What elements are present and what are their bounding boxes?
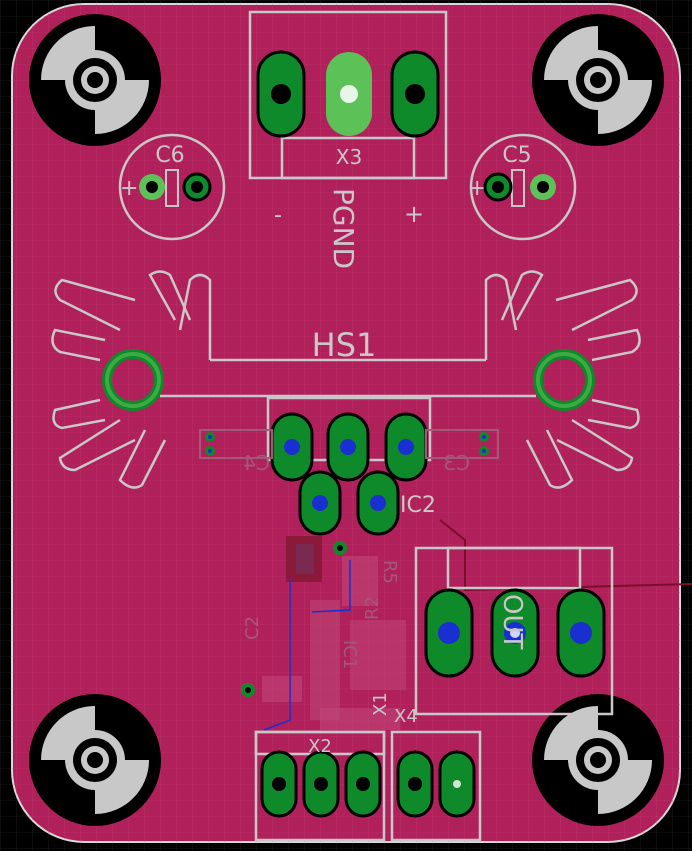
r2-label: R2 (362, 596, 383, 620)
capacitor-c3[interactable]: C3 (425, 429, 499, 475)
c6-plus: + (120, 176, 138, 201)
connector-out[interactable]: OUT (414, 546, 614, 716)
connector-x3[interactable]: X3 (248, 10, 448, 180)
r5-label: R5 (379, 560, 400, 584)
out-label: OUT (497, 594, 527, 649)
connector-x2[interactable]: X2 (254, 730, 386, 842)
c3-label: C3 (443, 451, 470, 475)
capacitor-c5[interactable]: C5 + (468, 133, 577, 241)
c2-label: C2 (242, 616, 263, 640)
mounting-hole-top-right[interactable] (532, 14, 664, 146)
ic2-label: IC2 (400, 493, 436, 518)
mounting-hole-top-left[interactable] (29, 14, 161, 146)
minus-label: - (274, 203, 282, 228)
c5-plus: + (468, 176, 486, 201)
c6-label: C6 (155, 143, 184, 168)
plus-label: + (404, 200, 424, 228)
x1-label: X1 (370, 692, 391, 716)
mounting-hole-bottom-right[interactable] (532, 694, 664, 826)
c5-label: C5 (502, 143, 531, 168)
mounting-hole-bottom-left[interactable] (29, 694, 161, 826)
capacitor-c4[interactable]: C4 (199, 429, 273, 475)
pgnd-label: PGND (327, 188, 360, 269)
ic1-label: IC1 (339, 640, 360, 669)
x3-label: X3 (336, 145, 362, 169)
smd-area: R5 R2 IC1 C2 X1 (241, 519, 692, 731)
capacitor-c6[interactable]: C6 + (118, 133, 226, 241)
regulator-ic2[interactable]: IC2 (266, 396, 436, 536)
heatsink-hs1[interactable]: HS1 (51, 270, 641, 489)
hs1-label: HS1 (312, 326, 377, 364)
c4-label: C4 (243, 451, 270, 475)
x4-label: X4 (394, 706, 418, 727)
x2-label: X2 (308, 736, 332, 757)
connector-x4[interactable]: X4 (390, 706, 482, 842)
